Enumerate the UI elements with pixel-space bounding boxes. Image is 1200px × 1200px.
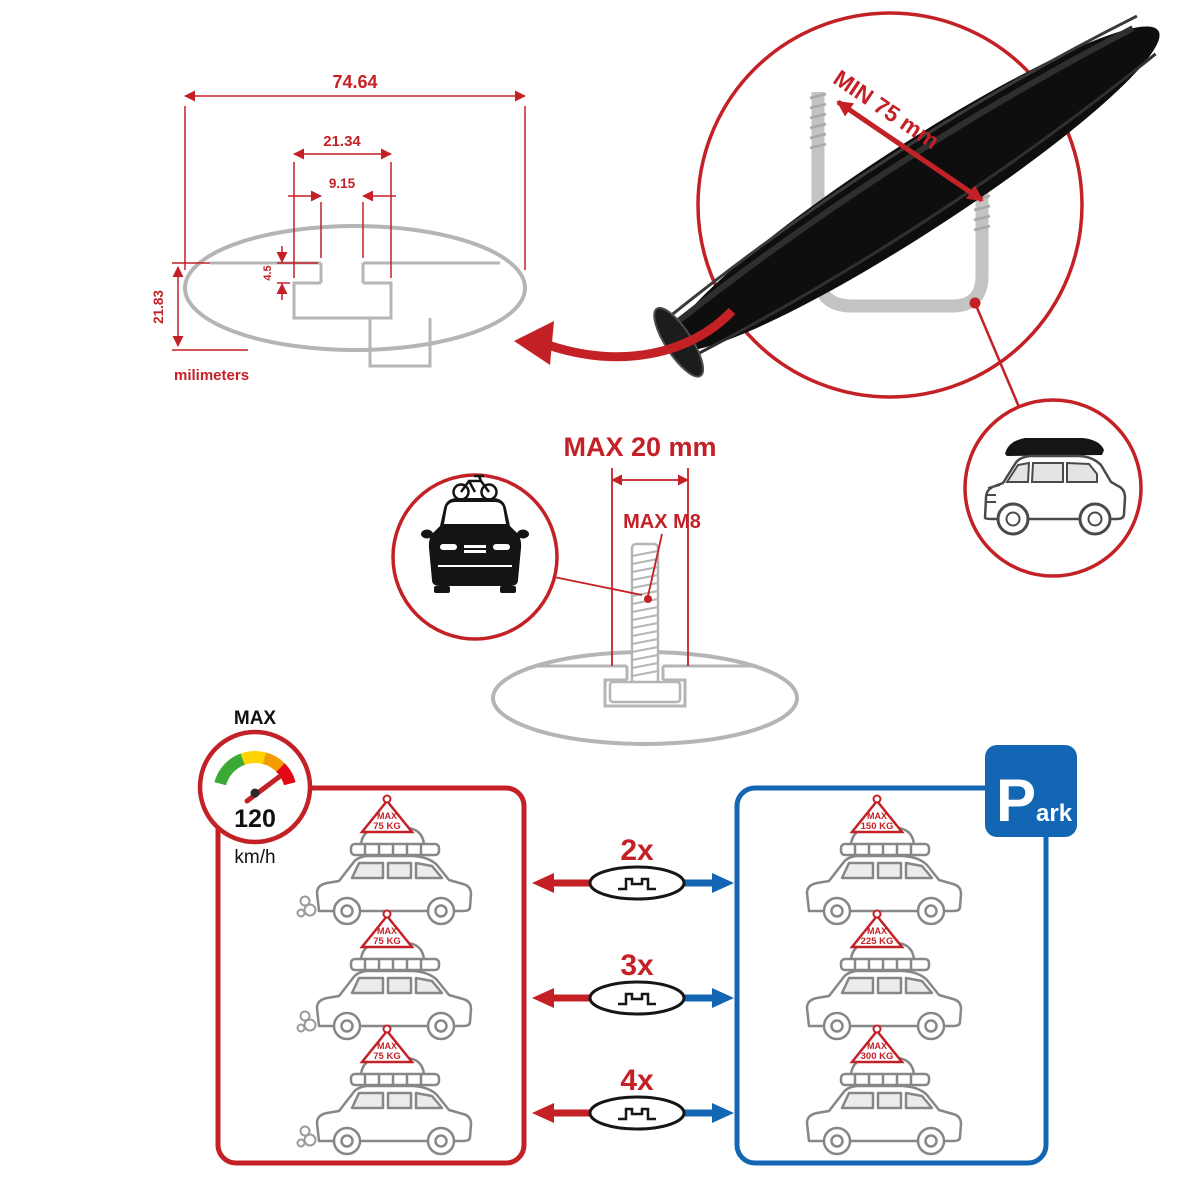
vehicle-front-circle	[391, 473, 559, 641]
crossbar-slot-glyph	[618, 1107, 656, 1121]
dim-slot-width-lines	[293, 148, 392, 278]
load-tag: MAX 75 KG	[359, 909, 415, 949]
park-sign-label: Park	[996, 767, 1073, 834]
roof-box-icon	[1005, 438, 1104, 456]
vehicle-front-leader	[553, 576, 643, 596]
load-tag-max-label: MAX	[867, 926, 887, 936]
bar-cross-section-ellipse	[183, 224, 527, 352]
load-tag-max-label: MAX	[377, 811, 397, 821]
load-tag: MAX 75 KG	[359, 794, 415, 834]
dim-opening-width-lines	[288, 190, 396, 258]
crossbar-slot-glyph	[618, 877, 656, 891]
bolt-detail-diagram: MAX 20 mm MAX M8	[391, 432, 799, 746]
zoom-arrow-head	[514, 321, 554, 365]
dim-total-width-label: 74.64	[332, 72, 377, 92]
speedometer-icon: 120	[197, 729, 313, 845]
load-tag: MAX 225 KG	[849, 909, 905, 949]
bar-count-label: 4x	[620, 1064, 654, 1097]
right-arrow-head-icon	[712, 873, 734, 893]
max-thread-label: MAX M8	[623, 511, 701, 533]
speed-units-label: km/h	[234, 847, 275, 868]
bar-count-label: 3x	[620, 949, 654, 982]
callout-line	[973, 302, 1021, 408]
dim-lip-depth-lines	[276, 246, 318, 300]
left-arrow-head-icon	[532, 988, 554, 1008]
load-tag-weight: 225 KG	[861, 936, 894, 947]
right-arrow-head-icon	[712, 1103, 734, 1123]
load-tag-weight: 75 KG	[373, 821, 400, 832]
load-tag-max-label: MAX	[377, 1041, 397, 1051]
car-front-icon	[421, 498, 529, 593]
bar-count-label: 2x	[620, 834, 654, 867]
zoom-callout-arrow	[514, 307, 736, 365]
dim-opening-width-label: 9.15	[329, 176, 356, 191]
zoom-arrow-shaft	[546, 307, 736, 362]
load-tag-weight: 75 KG	[373, 936, 400, 947]
left-arrow-head-icon	[532, 1103, 554, 1123]
load-tag-weight: 75 KG	[373, 1051, 400, 1062]
right-arrow-head-icon	[712, 988, 734, 1008]
max-thread-leader	[647, 533, 663, 597]
speed-max-label: MAX	[234, 708, 277, 729]
speed-value: 120	[234, 805, 276, 833]
load-tag-max-label: MAX	[377, 926, 397, 936]
gauge-needle	[244, 774, 282, 804]
dim-lip-depth-label: 4.5	[262, 265, 274, 280]
load-tag: MAX 300 KG	[849, 1024, 905, 1064]
max-thread-dot	[644, 595, 652, 603]
crossbar-detail-circle: MIN 75 mm	[653, 11, 1160, 408]
cross-section-diagram: 74.64 21.34 9.15 4.5 21.83 milimeters	[151, 72, 527, 384]
load-tag: MAX 150 KG	[849, 794, 905, 834]
crossbar-slot-glyph	[618, 992, 656, 1006]
load-tag-max-label: MAX	[867, 811, 887, 821]
dim-total-width-lines	[184, 90, 526, 270]
dim-height-lines	[172, 262, 248, 351]
max-length-label: MAX 20 mm	[563, 432, 716, 462]
bolt-t-plate	[608, 680, 682, 704]
load-tag: MAX 75 KG	[359, 1024, 415, 1064]
load-tag-weight: 300 KG	[861, 1051, 894, 1062]
left-arrow-head-icon	[532, 873, 554, 893]
load-tag-weight: 150 KG	[861, 821, 894, 832]
load-capacity-section: 120 MAX km/h Park MAX 75 KG MAX 150 KG	[197, 708, 1077, 1166]
vehicle-roofbox-circle	[963, 398, 1143, 578]
speed-gauge-arcs	[214, 751, 296, 786]
load-tag-max-label: MAX	[867, 1041, 887, 1051]
dim-height-label: 21.83	[151, 290, 166, 324]
suv-with-roofbox-icon	[983, 438, 1127, 536]
dim-slot-width-label: 21.34	[323, 133, 361, 150]
park-sign: Park	[985, 745, 1077, 837]
min-clearance-arrow	[836, 99, 984, 203]
units-label: milimeters	[174, 367, 249, 384]
max-length-lines	[611, 468, 689, 666]
